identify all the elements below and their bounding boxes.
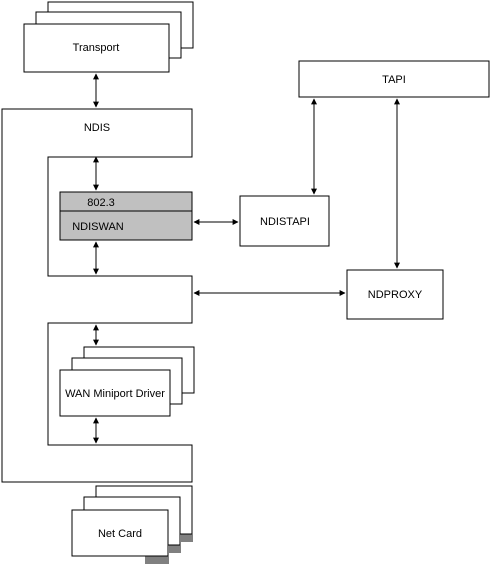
net-card-stack: Net Card — [71, 485, 193, 564]
ndiswan-label: NDISWAN — [72, 221, 124, 233]
net-card-connector-pins — [145, 534, 193, 564]
ndis-frame — [1, 108, 193, 483]
ndproxy-label: NDPROXY — [368, 289, 423, 301]
ndproxy-box — [346, 269, 444, 320]
ieee8023-box — [59, 191, 193, 212]
net-card-label: Net Card — [98, 528, 142, 540]
ndistapi-label: NDISTAPI — [260, 216, 310, 228]
wan-miniport-box — [59, 369, 171, 417]
net-card-box — [71, 509, 169, 557]
ieee8023-label: 802.3 — [87, 197, 115, 209]
transport-stack: Transport — [23, 1, 194, 73]
transport-label: Transport — [73, 42, 120, 54]
wan-miniport-stack: WAN Miniport Driver — [59, 346, 195, 417]
ndis-label: NDIS — [84, 122, 110, 134]
tapi-label: TAPI — [382, 74, 406, 86]
wan-miniport-label: WAN Miniport Driver — [65, 388, 165, 400]
transport-box — [23, 23, 170, 73]
ndiswan-block: 802.3 NDISWAN — [59, 191, 193, 241]
ndistapi-box — [239, 195, 330, 247]
tapi-box — [298, 60, 490, 98]
ndiswan-box — [59, 210, 193, 241]
